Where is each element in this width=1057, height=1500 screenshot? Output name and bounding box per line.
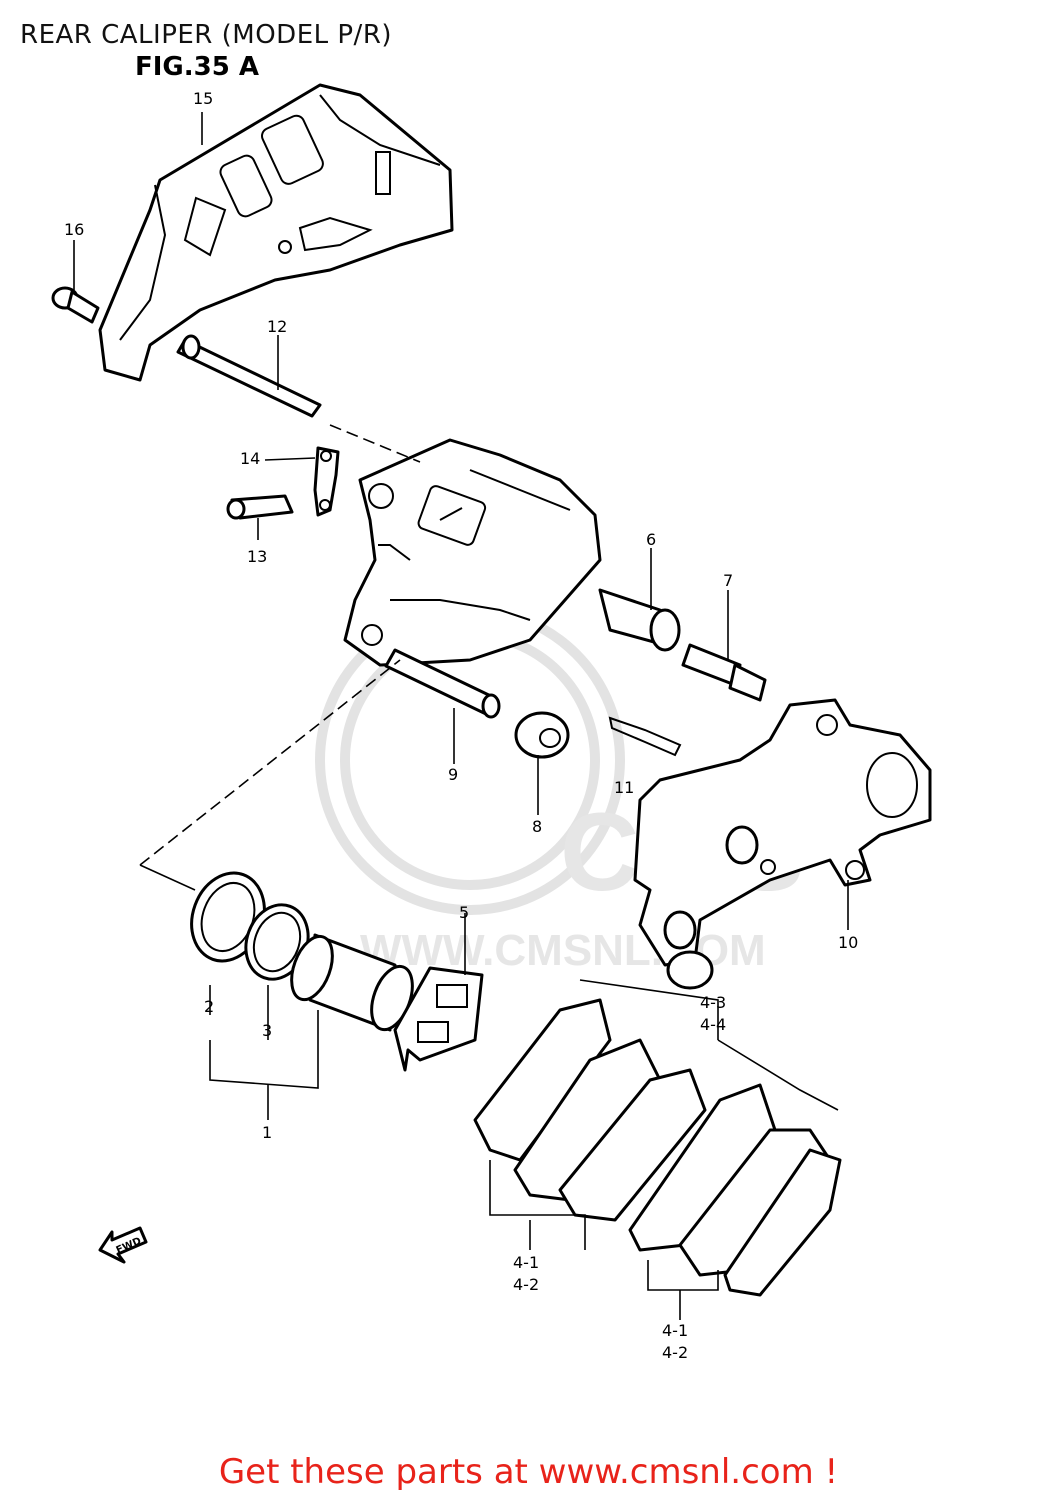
label-14: 14 [240,449,260,468]
label-4-2-b: 4-2 [662,1343,688,1362]
label-12: 12 [267,317,287,336]
caliper-pin-long [176,334,322,418]
leader-lines [73,112,849,1320]
label-4-1-b: 4-1 [662,1321,688,1340]
brake-pad-set [473,998,842,1297]
label-9: 9 [448,765,458,784]
label-4-1-a: 4-1 [513,1253,539,1272]
footer-link[interactable]: Get these parts at www.cmsnl.com ! [218,1452,839,1492]
label-16: 16 [64,220,84,239]
caliper-pin-short [384,648,501,719]
parts-diagram: CMS WWW.CMSNL.COM [51,83,932,1362]
cover-screw [51,286,100,324]
figure-label: FIG.35 A [135,52,260,82]
label-4-4: 4-4 [700,1015,726,1034]
label-8: 8 [532,817,542,836]
label-2: 2 [204,997,214,1016]
caliper-bolt [681,643,767,702]
caliper-body [343,438,602,667]
label-4-3: 4-3 [700,993,726,1012]
forward-arrow-icon: FWD [98,1226,148,1264]
label-11: 11 [614,778,634,797]
label-7: 7 [723,571,733,590]
page-title: REAR CALIPER (MODEL P/R) [20,20,393,50]
sleeve [598,588,681,652]
pad-shim [393,966,484,1072]
part-labels: 15 16 12 14 13 6 7 9 8 11 10 5 2 3 1 4-3… [64,89,858,1362]
label-5: 5 [459,903,469,922]
label-3: 3 [262,1021,272,1040]
caliper-cover [98,83,454,382]
label-15: 15 [193,89,213,108]
label-10: 10 [838,933,858,952]
caliper-bracket [633,698,932,990]
label-1: 1 [262,1123,272,1142]
bleeder-valve [226,494,294,520]
bleeder-cap [313,446,340,517]
piston [290,933,414,1032]
boot [514,711,570,759]
label-4-2-a: 4-2 [513,1275,539,1294]
dust-seal [244,903,310,981]
label-6: 6 [646,530,656,549]
label-13: 13 [247,547,267,566]
pad-spring [608,716,682,757]
